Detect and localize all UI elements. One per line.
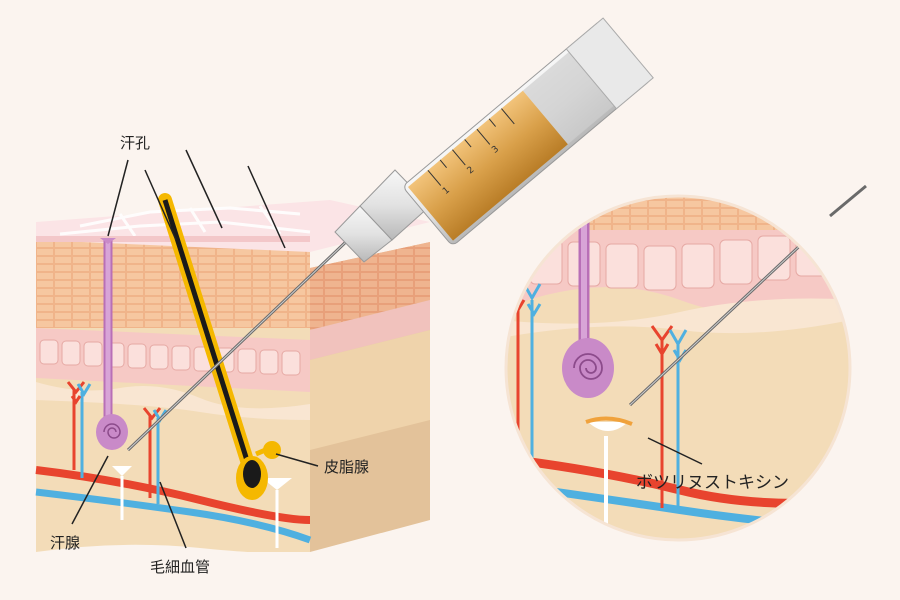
scale-mark-1: 1 — [441, 185, 452, 196]
scale-mark-2: 2 — [466, 165, 477, 176]
hair-strand — [185, 149, 223, 229]
sweat-gland-left — [96, 238, 128, 450]
callout-lines — [71, 159, 703, 549]
toxin-deposit — [585, 416, 633, 426]
magnified-view — [504, 184, 867, 542]
syringe: 1 2 3 — [126, 17, 654, 452]
label-capillaries: 毛細血管 — [150, 558, 210, 576]
label-sebaceous-gland: 皮脂腺 — [324, 458, 369, 476]
epidermis-brick-layer — [36, 236, 310, 328]
scale-mark-3: 3 — [490, 144, 501, 155]
label-botulinum-toxin: ボツリヌストキシン — [636, 473, 789, 493]
hair-strand — [247, 165, 286, 249]
hair-follicle — [144, 169, 281, 500]
label-sweat-pore: 汗孔 — [120, 134, 150, 152]
label-sweat-gland: 汗腺 — [50, 534, 80, 552]
syringe-fluid — [407, 90, 568, 241]
